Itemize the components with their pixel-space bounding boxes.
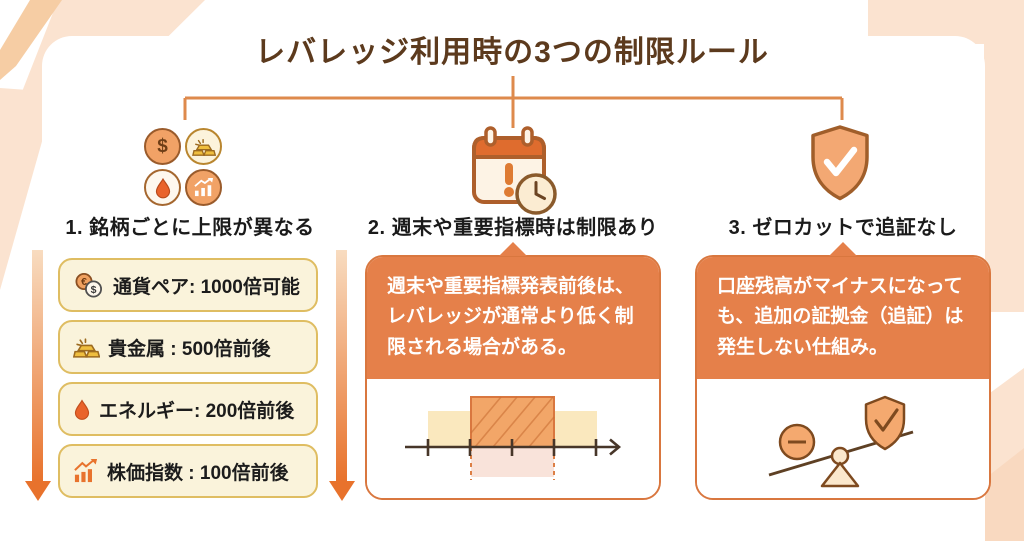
oil-drop-icon xyxy=(74,398,90,420)
gold-bars-icon xyxy=(185,128,222,165)
timeline-restriction-diagram xyxy=(405,396,622,480)
currency-pair-icon: € $ xyxy=(75,272,102,297)
svg-text:$: $ xyxy=(91,283,97,295)
list-item-label: エネルギー: 200倍前後 xyxy=(99,400,295,422)
card-pointer xyxy=(499,242,527,256)
card-pointer xyxy=(829,242,857,256)
shield-check-icon xyxy=(808,124,872,207)
column3-heading: 3. ゼロカットで追証なし xyxy=(728,217,958,239)
page-title: レバレッジ利用時の3つの制限ルール xyxy=(255,36,769,69)
weekend-restriction-card: 週末や重要指標発表前後は、レバレッジが通常より低く制限される場合がある。 xyxy=(365,242,661,500)
list-item: エネルギー: 200倍前後 xyxy=(58,382,318,436)
asset-class-icons-cluster: $ xyxy=(144,128,224,206)
balance-scale-diagram xyxy=(768,395,914,488)
list-item: 貴金属 : 500倍前後 xyxy=(58,320,318,374)
list-item-label: 株価指数 : 100倍前後 xyxy=(107,462,289,484)
column2-heading: 2. 週末や重要指標時は制限あり xyxy=(367,217,659,239)
stock-index-icon xyxy=(74,459,98,483)
dollar-coin-icon: $ xyxy=(144,128,181,165)
down-arrow-left xyxy=(32,250,43,482)
oil-drop-icon xyxy=(144,169,181,206)
zero-cut-card: 口座残高がマイナスになっても、追加の証拠金（追証）は発生しない仕組み。 xyxy=(695,242,991,500)
down-arrow-right xyxy=(336,250,347,482)
card-description: 口座残高がマイナスになっても、追加の証拠金（追証）は発生しない仕組み。 xyxy=(697,257,989,379)
stock-chart-icon xyxy=(185,169,222,206)
list-item-label: 通貨ペア: 1000倍可能 xyxy=(113,276,300,298)
list-item: 株価指数 : 100倍前後 xyxy=(58,444,318,498)
svg-text:€: € xyxy=(81,276,87,288)
card-description: 週末や重要指標発表前後は、レバレッジが通常より低く制限される場合がある。 xyxy=(367,257,659,379)
list-item: € $ 通貨ペア: 1000倍可能 xyxy=(58,258,318,312)
gold-bars-icon xyxy=(73,337,100,358)
column1-heading: 1. 銘柄ごとに上限が異なる xyxy=(65,217,315,239)
list-item-label: 貴金属 : 500倍前後 xyxy=(108,338,271,360)
leverage-limit-list: € $ 通貨ペア: 1000倍可能 貴金属 : 500倍前後 xyxy=(58,258,318,498)
bracket-connector xyxy=(183,76,844,128)
calendar-alert-clock-icon xyxy=(466,124,562,221)
